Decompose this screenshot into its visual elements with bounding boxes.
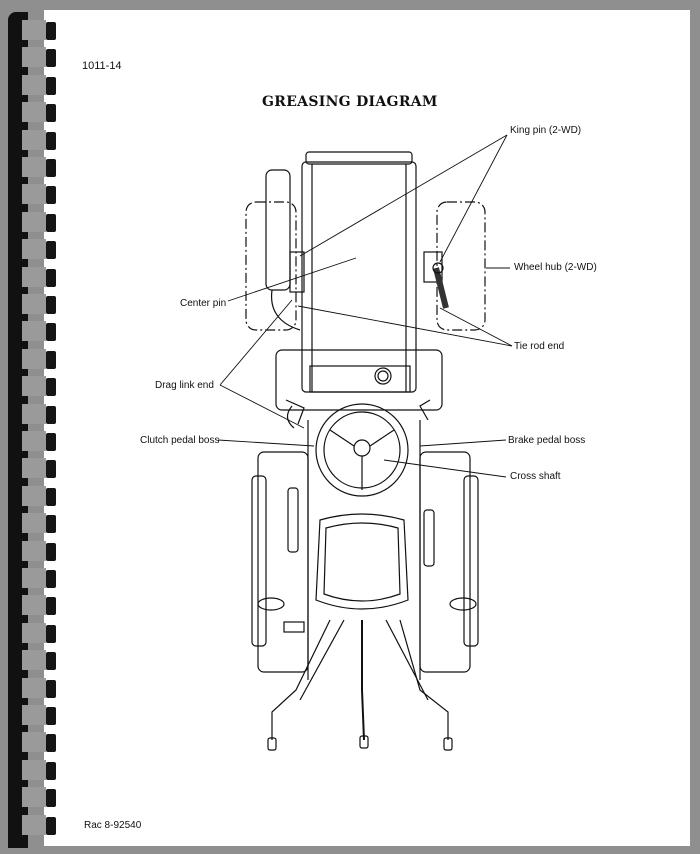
binder-coil	[22, 321, 58, 342]
front-left-wheel	[245, 201, 297, 331]
document-code: Rac 8-92540	[84, 820, 142, 831]
binder-coil	[22, 622, 58, 643]
exhaust-stack	[265, 169, 291, 291]
body-sides	[307, 420, 421, 680]
binder-coil	[22, 184, 58, 205]
binder-coil	[22, 595, 58, 616]
document-page	[44, 10, 690, 846]
center-pin-bracket	[289, 251, 305, 293]
binder-coil	[22, 74, 58, 95]
binder-coil	[22, 568, 58, 588]
binder-coil	[22, 376, 58, 397]
label-center-pin: Center pin	[180, 298, 227, 309]
king-pin	[432, 262, 444, 274]
leader-lines	[217, 134, 513, 478]
exhaust-elbow	[270, 289, 301, 331]
label-clutch-pedal-boss: Clutch pedal boss	[140, 435, 220, 446]
three-point-hitch	[267, 619, 453, 751]
label-cross-shaft: Cross shaft	[510, 471, 561, 482]
binder-coil	[22, 20, 58, 40]
label-tie-rod-end: Tie rod end	[514, 341, 565, 352]
binder-coil	[22, 403, 58, 424]
dash-panel	[275, 349, 443, 411]
binder-coil	[22, 485, 58, 506]
binder-coil	[22, 677, 58, 698]
page-number: 1011-14	[82, 60, 122, 72]
binder-coil	[22, 129, 58, 150]
binder-coil	[22, 814, 58, 835]
binder-coil	[22, 157, 58, 177]
binder-coil	[22, 705, 58, 725]
page-title: GREASING DIAGRAM	[262, 94, 438, 110]
binder-coil	[22, 458, 58, 479]
binder-coil	[22, 348, 58, 369]
binder-coil	[22, 732, 58, 753]
binder-coil	[22, 513, 58, 534]
hood	[301, 151, 417, 393]
front-right-wheel	[436, 201, 486, 331]
rear-left-fender	[251, 451, 309, 673]
binder-coil	[22, 239, 58, 260]
label-king-pin: King pin (2-WD)	[510, 125, 582, 136]
steering-wheel	[315, 403, 409, 497]
binder-coil	[22, 266, 58, 287]
label-wheel-hub: Wheel hub (2-WD)	[514, 262, 597, 273]
steering-arm	[433, 267, 449, 309]
binder-coil	[22, 431, 58, 451]
label-brake-pedal-boss: Brake pedal boss	[508, 435, 586, 446]
binder-coil	[22, 211, 58, 232]
king-pin-housing	[423, 251, 443, 283]
binder-coil	[22, 294, 58, 314]
binder-coil	[22, 102, 58, 123]
binder-coil	[22, 650, 58, 671]
binder-coil	[22, 47, 58, 68]
binder-coil	[22, 759, 58, 780]
binder-coil	[22, 787, 58, 808]
label-drag-link-end: Drag link end	[155, 380, 214, 391]
clutch-pedal	[285, 399, 305, 429]
rear-right-fender	[419, 451, 479, 673]
binder-coil	[22, 540, 58, 561]
brake-pedal	[419, 399, 431, 421]
seat	[315, 513, 409, 610]
